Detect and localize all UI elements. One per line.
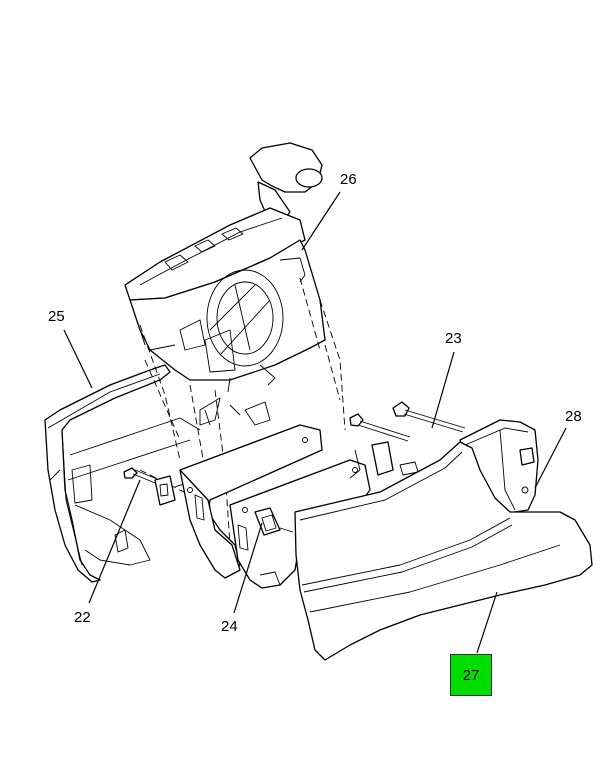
shifter-assembly-part-26 [124,142,326,426]
mounting-plate-left [179,424,323,579]
callout-25: 25 [48,308,65,325]
leader-lines [63,191,567,654]
callout-23: 23 [445,330,462,347]
callout-24: 24 [221,618,238,635]
callout-28: 28 [565,408,582,425]
callout-27-highlight[interactable]: 27 [450,654,492,696]
bolt-part-22 [123,467,176,506]
left-side-panel-part-25 [44,364,201,583]
right-side-panel-part-27 [294,441,593,661]
callout-26: 26 [340,171,357,188]
callout-22: 22 [74,609,91,626]
